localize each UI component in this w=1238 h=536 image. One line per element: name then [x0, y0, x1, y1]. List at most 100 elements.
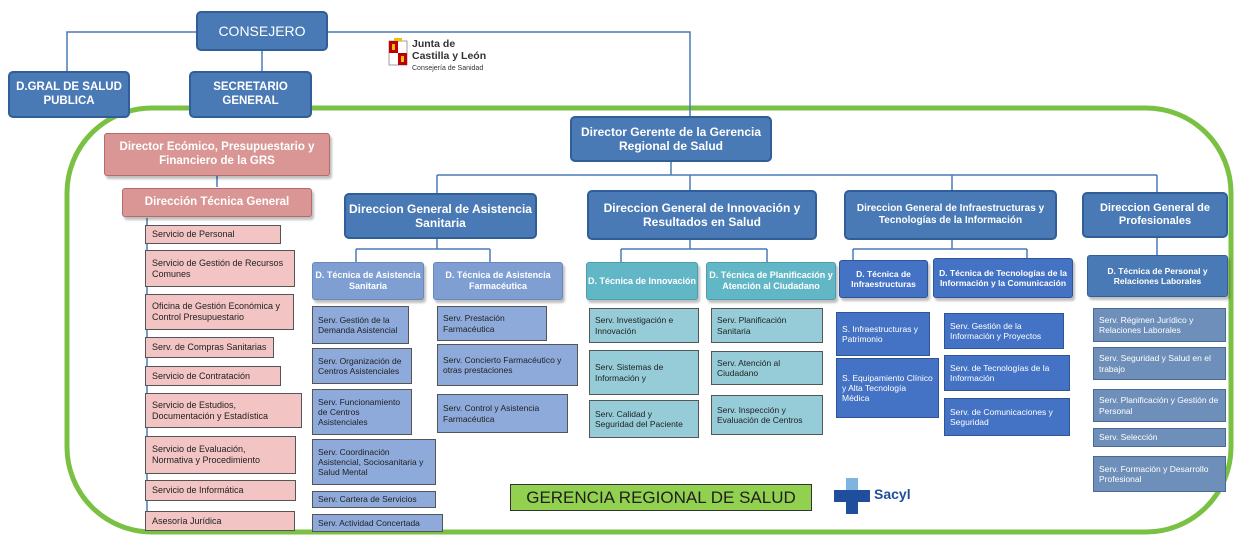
director-economico-label: Director Ecómico, Presupuestario y Finan… [119, 140, 315, 167]
sacyl-label: Sacyl [874, 486, 911, 502]
left-item: Asesoría Jurídica [145, 511, 295, 531]
asistencia-item: Serv. Gestión de la Demanda Asistencial [312, 306, 409, 344]
planificacion-item-label: Serv. Inspección y Evaluación de Centros [717, 404, 803, 425]
infra-item-label: S. Equipamiento Clínico y Alta Tecnologí… [842, 372, 933, 404]
dgral-salud-publica-label: D.GRAL DE SALUD PUBLICA [16, 80, 122, 107]
gerencia-regional-label-box: GERENCIA REGIONAL DE SALUD [510, 484, 812, 511]
dt-infraestructuras-label: D. Técnica de Infraestructuras [851, 268, 916, 289]
left-item-label: Serv. de Compras Sanitarias [152, 342, 267, 353]
dg-innovacion-box: Direccion General de Innovación y Result… [587, 190, 817, 240]
director-gerente-box: Director Gerente de la Gerencia Regional… [570, 116, 772, 162]
dt-planificacion-box: D. Técnica de Planificación y Atención a… [706, 262, 836, 300]
left-item: Servicio de Estudios, Documentación y Es… [145, 393, 302, 428]
asistencia-item: Serv. Funcionamiento de Centros Asistenc… [312, 389, 412, 435]
dg-infraestructuras-label: Direccion General de Infraestructuras y … [856, 203, 1045, 226]
dt-asistencia-sanitaria-box: D. Técnica de Asistencia Sanitaria [312, 262, 424, 300]
dt-asistencia-farmaceutica-box: D. Técnica de Asistencia Farmacéutica [433, 262, 563, 300]
dg-profesionales-box: Direccion General de Profesionales [1082, 192, 1228, 238]
asistencia-item-label: Serv. Organización de Centros Asistencia… [318, 355, 402, 376]
coat-of-arms-icon [388, 38, 408, 66]
left-item: Servicio de Gestión de Recursos Comunes [145, 250, 295, 287]
tic-item-label: Serv. de Comunicaciones y Seguridad [950, 406, 1053, 427]
farmaceutica-item-label: Serv. Prestación Farmacéutica [443, 313, 505, 334]
logo-line-2: Castilla y León [412, 50, 487, 62]
left-item: Servicio de Personal [145, 225, 281, 244]
farmaceutica-item-label: Serv. Concierto Farmacéutico y otras pre… [443, 354, 562, 375]
infra-item-label: S. Infraestructuras y Patrimonio [842, 323, 919, 344]
logo-line-1: Junta de [412, 38, 456, 50]
farmaceutica-item: Serv. Prestación Farmacéutica [437, 306, 547, 341]
gerencia-frame [64, 105, 1234, 535]
dgral-salud-publica-box: D.GRAL DE SALUD PUBLICA [8, 71, 130, 118]
innovacion-item-label: Serv. Calidad y Seguridad del Paciente [595, 408, 683, 429]
profesionales-item: Serv. Planificación y Gestión de Persona… [1093, 389, 1226, 422]
asistencia-item: Serv. Actividad Concertada [312, 514, 443, 532]
planificacion-item: Serv. Inspección y Evaluación de Centros [711, 395, 823, 435]
gerencia-regional-label: GERENCIA REGIONAL DE SALUD [526, 487, 796, 507]
planificacion-item-label: Serv. Planificación Sanitaria [717, 315, 787, 336]
asistencia-item: Serv. Coordinación Asistencial, Sociosan… [312, 439, 436, 485]
planificacion-item: Serv. Planificación Sanitaria [711, 308, 823, 343]
tic-item: Serv. Gestión de la Información y Proyec… [944, 313, 1064, 349]
profesionales-item: Serv. Régimen Jurídico y Relaciones Labo… [1093, 308, 1226, 342]
tic-item-label: Serv. de Tecnologías de la Información [950, 362, 1050, 383]
dt-innovacion-label: D. Técnica de Innovación [587, 275, 697, 286]
profesionales-item: Serv. Seguridad y Salud en el trabajo [1093, 347, 1226, 380]
dt-asistencia-farmaceutica-label: D. Técnica de Asistencia Farmacéutica [445, 270, 551, 291]
asistencia-item-label: Serv. Coordinación Asistencial, Sociosan… [318, 446, 424, 478]
infra-item: S. Equipamiento Clínico y Alta Tecnologí… [836, 358, 939, 418]
sacyl-cross-icon [834, 478, 870, 514]
dt-infraestructuras-box: D. Técnica de Infraestructuras [839, 260, 928, 298]
dt-planificacion-label: D. Técnica de Planificación y Atención a… [709, 270, 833, 291]
logo-line-3: Consejería de Sanidad [412, 65, 484, 72]
dt-personal-label: D. Técnica de Personal y Relaciones Labo… [1107, 265, 1208, 286]
junta-castilla-leon-logo: Junta de Castilla y León Consejería de S… [386, 38, 506, 80]
left-item-label: Servicio de Informática [152, 485, 244, 496]
left-item-label: Servicio de Personal [152, 229, 235, 240]
planificacion-item: Serv. Atención al Ciudadano [711, 351, 823, 385]
dg-profesionales-label: Direccion General de Profesionales [1099, 201, 1211, 227]
left-item: Serv. de Compras Sanitarias [145, 337, 274, 358]
dg-infraestructuras-box: Direccion General de Infraestructuras y … [844, 190, 1057, 240]
direccion-tecnica-general-box: Dirección Técnica General [122, 188, 312, 217]
asistencia-item: Serv. Cartera de Servicios [312, 491, 436, 508]
asistencia-item-label: Serv. Gestión de la Demanda Asistencial [318, 314, 398, 335]
profesionales-item-label: Serv. Planificación y Gestión de Persona… [1099, 395, 1219, 416]
profesionales-item: Serv. Selección [1093, 428, 1226, 447]
left-item-label: Servicio de Gestión de Recursos Comunes [152, 257, 284, 279]
director-gerente-label: Director Gerente de la Gerencia Regional… [580, 124, 762, 153]
secretario-general-label: SECRETARIO GENERAL [213, 80, 288, 107]
asistencia-item-label: Serv. Actividad Concertada [318, 517, 420, 528]
farmaceutica-item: Serv. Concierto Farmacéutico y otras pre… [437, 344, 578, 386]
dg-asistencia-sanitaria-label: Direccion General de Asistencia Sanitari… [349, 201, 532, 230]
profesionales-item-label: Serv. Seguridad y Salud en el trabajo [1099, 353, 1211, 374]
profesionales-item-label: Serv. Selección [1099, 432, 1158, 443]
left-item: Oficina de Gestión Económica y Control P… [145, 294, 294, 330]
left-item-label: Servicio de Contratación [152, 370, 251, 381]
director-economico-box: Director Ecómico, Presupuestario y Finan… [104, 133, 330, 176]
dt-tic-box: D. Técnica de Tecnologías de la Informac… [933, 258, 1073, 298]
direccion-tecnica-general-label: Dirección Técnica General [144, 195, 290, 208]
infra-item: S. Infraestructuras y Patrimonio [836, 312, 930, 356]
innovacion-item: Serv. Calidad y Seguridad del Paciente [589, 400, 699, 438]
innovacion-item: Serv. Investigación e Innovación [589, 308, 699, 343]
profesionales-item-label: Serv. Formación y Desarrollo Profesional [1099, 463, 1209, 484]
left-item-label: Oficina de Gestión Económica y Control P… [152, 301, 281, 322]
dg-asistencia-sanitaria-box: Direccion General de Asistencia Sanitari… [344, 193, 537, 239]
sacyl-logo: Sacyl [832, 476, 911, 516]
innovacion-item: Serv. Sistemas de Información y [589, 350, 699, 395]
asistencia-item-label: Serv. Funcionamiento de Centros Asistenc… [318, 396, 401, 428]
dt-innovacion-box: D. Técnica de Innovación [586, 262, 698, 300]
consejero-label: CONSEJERO [218, 22, 306, 39]
consejero-box: CONSEJERO [196, 11, 328, 51]
innovacion-item-label: Serv. Investigación e Innovación [595, 315, 674, 336]
asistencia-item-label: Serv. Cartera de Servicios [318, 494, 417, 505]
profesionales-item-label: Serv. Régimen Jurídico y Relaciones Labo… [1099, 314, 1194, 335]
left-item-label: Asesoría Jurídica [152, 515, 222, 526]
left-item: Servicio de Informática [145, 480, 296, 501]
farmaceutica-item-label: Serv. Control y Asistencia Farmacéutica [443, 403, 540, 424]
tic-item-label: Serv. Gestión de la Información y Proyec… [950, 320, 1042, 341]
left-item-label: Servicio de Estudios, Documentación y Es… [152, 399, 269, 421]
profesionales-item: Serv. Formación y Desarrollo Profesional [1093, 456, 1226, 492]
left-item-label: Servicio de Evaluación, Normativa y Proc… [152, 444, 261, 465]
